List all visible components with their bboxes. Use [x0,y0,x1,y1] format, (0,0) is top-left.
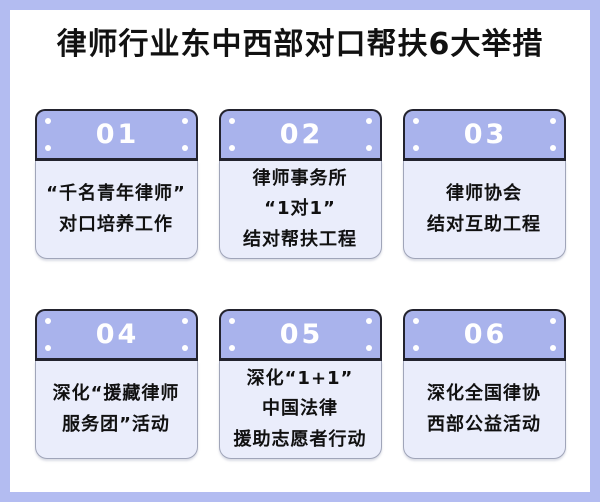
pin-dot-icon [228,345,235,351]
pin-dot-icon [228,145,235,151]
card-body: 律师协会 结对互助工程 [402,161,566,259]
card-text-line: 结对帮扶工程 [243,228,357,250]
card-header: 05 [218,309,382,361]
card-header: 02 [218,109,382,161]
card-text-line: 结对互助工程 [427,213,541,235]
card-body: 深化“援藏律师 服务团”活动 [34,361,198,459]
card-body: 深化全国律协 西部公益活动 [402,361,566,459]
pin-dot-icon [44,118,51,124]
card-number: 02 [279,119,324,150]
pin-dot-icon [549,318,556,324]
card-text-line: 深化全国律协 [427,382,541,404]
card-number: 04 [95,319,140,350]
pin-dot-icon [44,145,51,151]
card-body: 深化“1+1” 中国法律 援助志愿者行动 [218,361,382,459]
card-text-line: 中国法律 [262,398,338,420]
card-number: 06 [463,319,508,350]
pin-dot-icon [412,345,419,351]
card-header: 04 [34,309,198,361]
card-text-line: 律师事务所 [252,167,348,189]
pin-dot-icon [365,345,372,351]
pin-dot-icon [549,145,556,151]
measure-card-01: 01 “千名青年律师” 对口培养工作 [34,109,198,259]
page-title: 律师行业东中西部对口帮扶6大举措 [56,27,544,62]
measure-card-04: 04 深化“援藏律师 服务团”活动 [34,309,198,459]
card-text-line: “1对1” [264,198,336,220]
pin-dot-icon [181,345,188,351]
card-number: 03 [463,119,508,150]
pin-dot-icon [44,345,51,351]
card-body: 律师事务所 “1对1” 结对帮扶工程 [218,161,382,259]
card-text-line: 深化“援藏律师 [52,382,180,404]
card-header: 03 [402,109,566,161]
pin-dot-icon [412,145,419,151]
card-text-line: 西部公益活动 [427,413,541,435]
card-text-line: 服务团”活动 [62,413,170,435]
pin-dot-icon [412,318,419,324]
card-text-line: 律师协会 [446,182,522,204]
card-number: 05 [279,319,324,350]
measure-card-05: 05 深化“1+1” 中国法律 援助志愿者行动 [218,309,382,459]
card-header: 01 [34,109,198,161]
pin-dot-icon [365,145,372,151]
measure-card-03: 03 律师协会 结对互助工程 [402,109,566,259]
pin-dot-icon [228,318,235,324]
pin-dot-icon [365,118,372,124]
pin-dot-icon [549,118,556,124]
card-text-line: 援助志愿者行动 [233,428,367,450]
card-text-line: “千名青年律师” [46,182,186,204]
pin-dot-icon [181,145,188,151]
pin-dot-icon [181,318,188,324]
card-number: 01 [95,119,140,150]
pin-dot-icon [412,118,419,124]
pin-dot-icon [549,345,556,351]
pin-dot-icon [365,318,372,324]
measure-card-02: 02 律师事务所 “1对1” 结对帮扶工程 [218,109,382,259]
measure-card-06: 06 深化全国律协 西部公益活动 [402,309,566,459]
card-header: 06 [402,309,566,361]
card-body: “千名青年律师” 对口培养工作 [34,161,198,259]
measures-grid: 01 “千名青年律师” 对口培养工作 02 律师事务所 “1对1” 结对帮扶工程 [10,109,590,459]
pin-dot-icon [44,318,51,324]
card-text-line: 对口培养工作 [59,213,173,235]
pin-dot-icon [181,118,188,124]
pin-dot-icon [228,118,235,124]
card-text-line: 深化“1+1” [246,367,354,389]
